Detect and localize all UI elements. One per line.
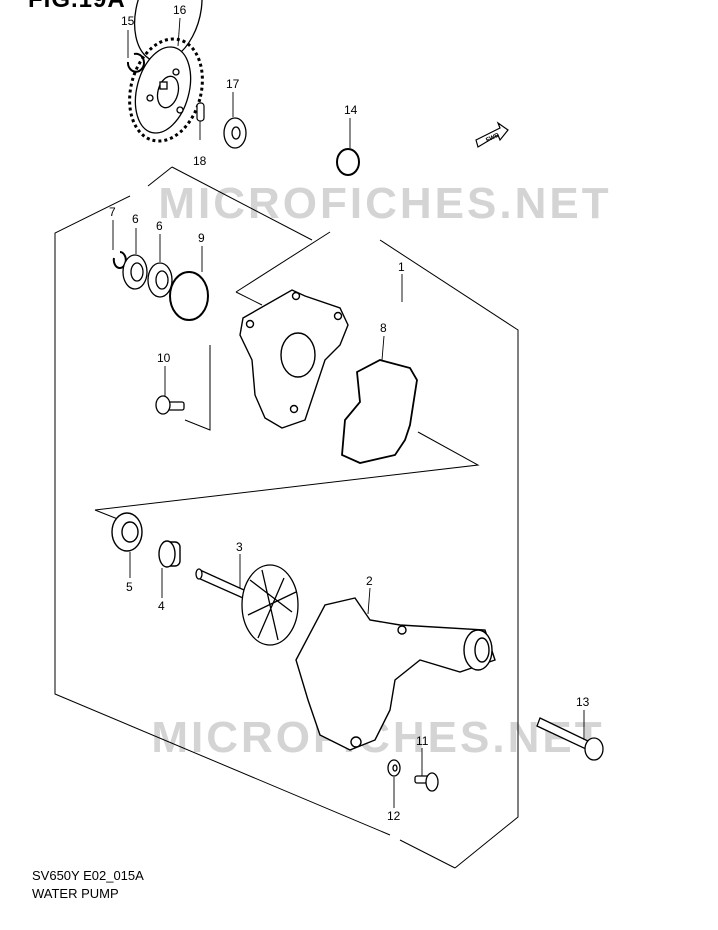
bolt-10	[155, 395, 185, 415]
watermark-top: MICROFICHES.NET	[158, 179, 611, 228]
impeller-shaft	[195, 564, 299, 646]
callout-5: 5	[126, 580, 133, 594]
separator-lines	[94, 231, 480, 526]
callout-6b: 6	[156, 219, 163, 233]
callout-6a: 6	[132, 212, 139, 226]
gear-teeth	[128, 37, 204, 143]
washer-12	[387, 759, 401, 777]
forward-direction-badge: FWD	[475, 121, 509, 148]
model-code: SV650Y E02_015A	[32, 868, 144, 883]
pump-body	[239, 289, 349, 429]
mechanical-seal	[158, 540, 181, 568]
leader-lines	[112, 17, 585, 808]
callout-16: 16	[173, 3, 187, 17]
callout-15: 15	[121, 14, 135, 28]
callout-2: 2	[366, 574, 373, 588]
assembly-outline	[54, 166, 519, 869]
callout-11: 11	[416, 734, 429, 748]
bolt-11	[414, 772, 439, 792]
callout-10: 10	[157, 351, 171, 365]
bolt-13	[536, 717, 604, 761]
o-ring-9	[169, 271, 209, 321]
gear-pin	[196, 102, 205, 122]
circlip-15	[126, 52, 145, 73]
section-name: WATER PUMP	[32, 886, 119, 901]
pump-drive-gear	[133, 0, 203, 134]
bearing-6b	[147, 262, 173, 298]
callout-18: 18	[193, 154, 207, 168]
oil-seal	[111, 512, 143, 552]
pump-cover	[295, 597, 496, 751]
callout-7: 7	[109, 205, 116, 219]
callout-4: 4	[158, 599, 165, 613]
bearing-6a	[122, 254, 148, 290]
o-ring-14	[336, 148, 360, 176]
thrust-washer	[223, 117, 247, 149]
callout-14: 14	[344, 103, 358, 117]
callout-1: 1	[398, 260, 405, 274]
forward-badge-label: FWD	[485, 132, 501, 143]
callout-12: 12	[387, 809, 401, 823]
callout-13: 13	[576, 695, 590, 709]
pump-gasket	[341, 359, 418, 464]
figure-title: FIG.19A	[28, 0, 126, 14]
callout-numbers: 15 16 17 18 14 7 6 6 9 1 8 10 3 5 4 2 13…	[109, 3, 590, 823]
callout-8: 8	[380, 321, 387, 335]
callout-17: 17	[226, 77, 240, 91]
callout-3: 3	[236, 540, 243, 554]
callout-9: 9	[198, 231, 205, 245]
